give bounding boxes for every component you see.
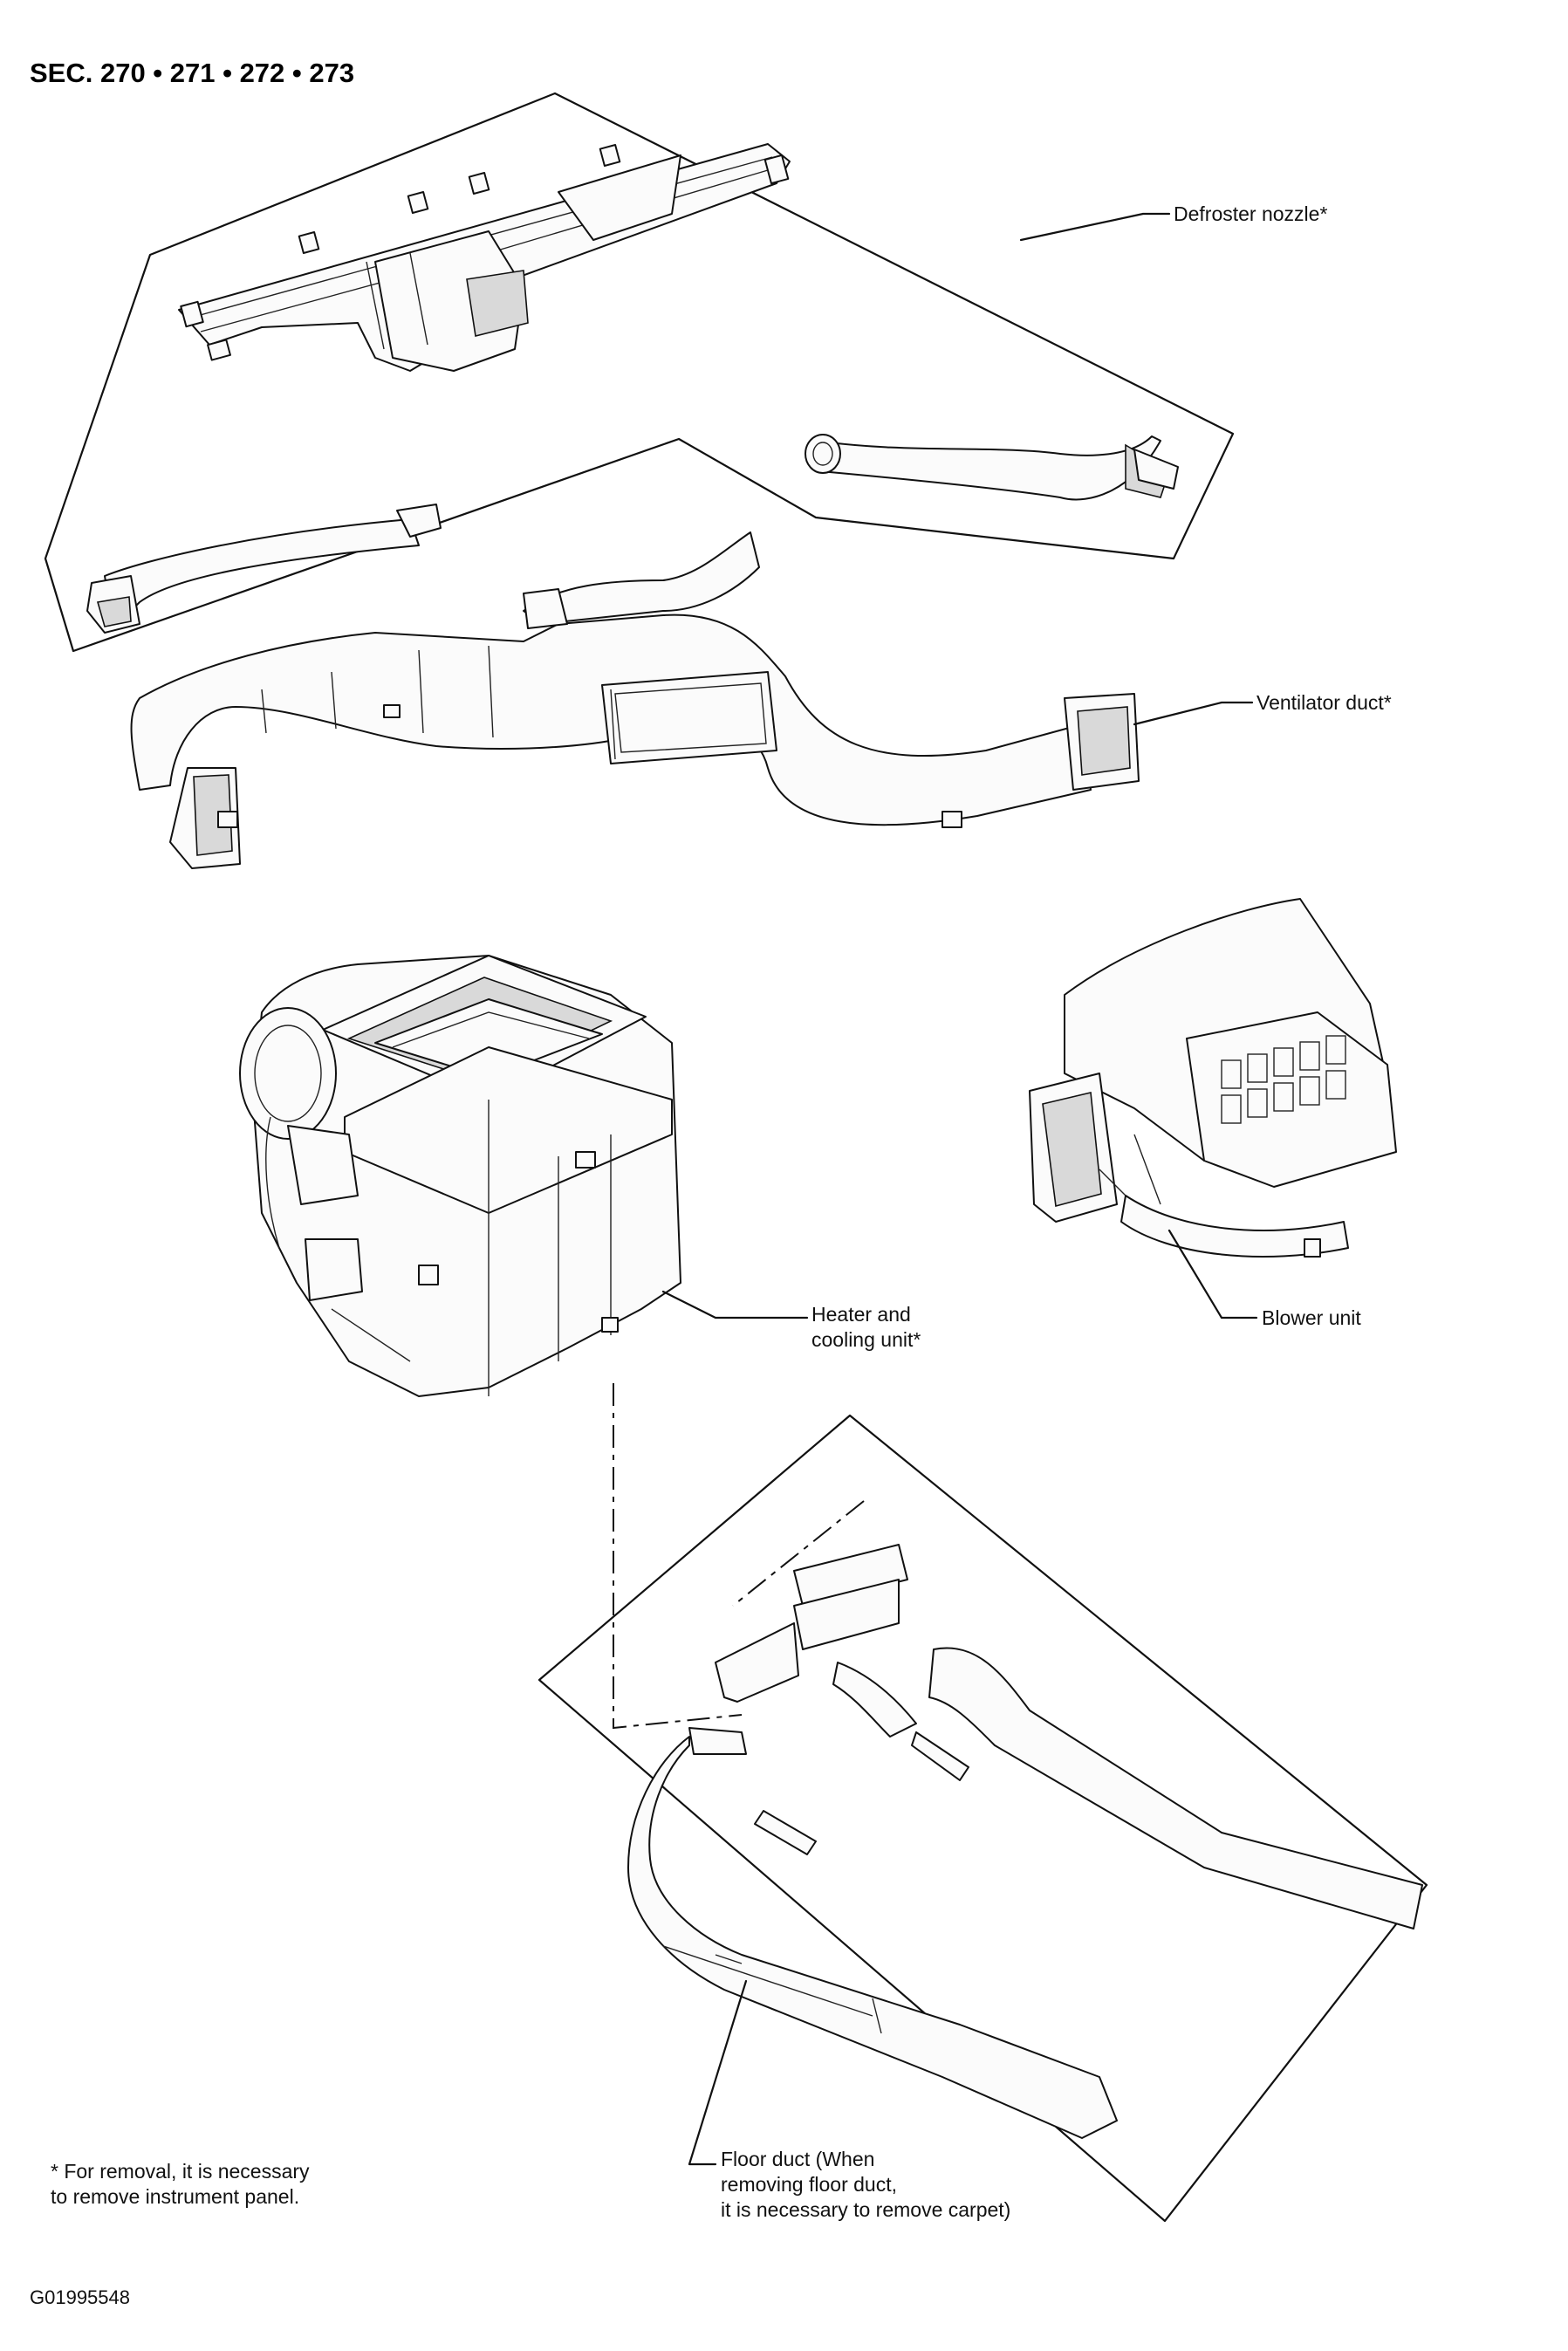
alignment-line xyxy=(613,1383,743,1730)
floor-duct-icon xyxy=(627,1544,1423,2139)
defroster-nozzle-label: Defroster nozzle* xyxy=(1174,202,1328,225)
defroster-leader-line xyxy=(1019,212,1171,242)
blower-leader-line xyxy=(1167,1229,1258,1319)
heater-leader-line xyxy=(661,1290,809,1319)
floor-duct-label: Floor duct (When removing floor duct, it… xyxy=(721,2148,1011,2221)
blower-grille xyxy=(1221,1035,1346,1124)
upper-group-outline xyxy=(44,92,1235,653)
section-header: SEC. 270 • 271 • 272 • 273 xyxy=(30,58,355,88)
ventilator-duct-icon xyxy=(130,531,1140,869)
ventilator-duct-label: Ventilator duct* xyxy=(1256,691,1392,714)
removal-note: * For removal, it is necessary to remove… xyxy=(51,2160,310,2208)
figure-id: G01995548 xyxy=(30,2286,130,2308)
blower-unit-icon xyxy=(1029,898,1397,1258)
blower-unit-label: Blower unit xyxy=(1262,1306,1361,1329)
defroster-nozzle-icon xyxy=(178,143,791,372)
floor-group-outline xyxy=(538,1414,1428,2223)
heater-cooling-unit-label: Heater and cooling unit* xyxy=(811,1303,921,1351)
heater-cooling-unit-icon xyxy=(239,955,681,1397)
ventilator-leader-line xyxy=(1133,701,1254,726)
side-vent-duct-left-icon xyxy=(86,504,442,634)
side-vent-duct-right-icon xyxy=(805,434,1179,501)
floor-leader-line xyxy=(688,1979,748,2166)
